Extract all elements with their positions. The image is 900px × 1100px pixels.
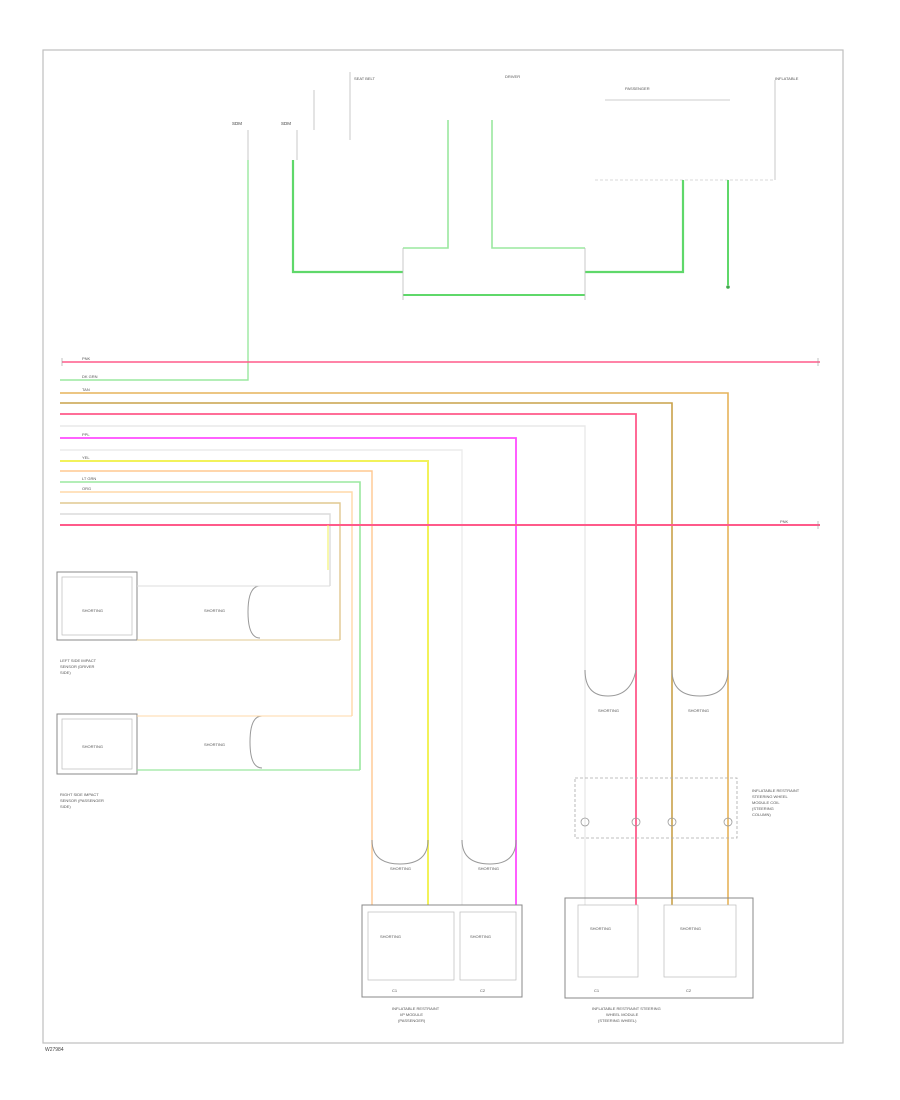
steering-coil: SHORTING SHORTING INFLATABLE RESTRAINT S… <box>574 669 800 839</box>
sw-module-part-1: SHORTING <box>590 926 611 931</box>
ip-module-part-2: SHORTING <box>470 934 491 939</box>
sw-module-caption-2: WHEEL MODULE <box>606 1012 639 1017</box>
note-3: PASSENGER <box>625 86 650 91</box>
coil-note: INFLATABLE RESTRAINT <box>752 788 800 793</box>
sdm-connector-2: SDM <box>281 121 291 126</box>
left-sensor-driver-title: LEFT SIDE IMPACT <box>60 658 97 663</box>
ip-bar-2: SHORTING <box>478 866 499 871</box>
coil-bar-1: SHORTING <box>598 708 619 713</box>
ip-bar-1: SHORTING <box>390 866 411 871</box>
right-sensor-passenger-title-3: SIDE) <box>60 804 71 809</box>
steering-wheel-module: SHORTING SHORTING C1 C2 INFLATABLE RESTR… <box>564 897 754 1023</box>
wire-ltgrn: LT GRN <box>82 476 96 481</box>
wire-pnk-top: PNK <box>82 356 91 361</box>
ip-module-caption: INFLATABLE RESTRAINT <box>392 1006 440 1011</box>
coil-note-3: MODULE COIL <box>752 800 780 805</box>
ip-module-caption-2: I/P MODULE <box>400 1012 423 1017</box>
coil-note-5: COLUMN) <box>752 812 771 817</box>
wire-pnk-bottom: PNK <box>780 519 789 524</box>
left-sensor-driver-bar: SHORTING <box>204 608 225 613</box>
diagram-frame <box>42 49 844 1044</box>
left-sensor-driver-title-3: SIDE) <box>60 670 71 675</box>
coil-bar-2: SHORTING <box>688 708 709 713</box>
sw-module-caption: INFLATABLE RESTRAINT STEERING <box>592 1006 661 1011</box>
sw-module-conn-2: C2 <box>686 988 692 993</box>
right-sensor-passenger: SHORTING SHORTING RIGHT SIDE IMPACT SENS… <box>56 713 360 809</box>
wire-dkgrn: DK GRN <box>82 374 98 379</box>
bus-pin-ticks <box>61 358 819 529</box>
right-sensor-passenger-bar: SHORTING <box>204 742 225 747</box>
left-sensor-driver-title-2: SENSOR (DRIVER <box>60 664 95 669</box>
sw-module-part-2: SHORTING <box>680 926 701 931</box>
right-sensor-passenger-inner: SHORTING <box>82 744 103 749</box>
right-sensor-passenger-title-2: SENSOR (PASSENGER <box>60 798 104 803</box>
ip-module-connectors: SHORTING SHORTING <box>371 839 517 871</box>
note-2: DRIVER <box>505 74 520 79</box>
wire-ppl: PPL <box>82 432 90 437</box>
ip-module-caption-3: (PASSENGER) <box>398 1018 426 1023</box>
coil-note-4: (STEERING <box>752 806 774 811</box>
ip-module-part-1: SHORTING <box>380 934 401 939</box>
right-sensor-passenger-title: RIGHT SIDE IMPACT <box>60 792 99 797</box>
footer-code: W27984 <box>45 1047 64 1053</box>
left-sensor-driver: SHORTING SHORTING LEFT SIDE IMPACT SENSO… <box>56 571 340 675</box>
sw-module-conn-1: C1 <box>594 988 600 993</box>
wire-yel: YEL <box>82 455 90 460</box>
wire-org: ORG <box>82 486 91 491</box>
wire-bus: PNK DK GRN TAN PPL YEL LT GRN ORG PNK <box>60 356 820 905</box>
ip-module-conn-2: C2 <box>480 988 486 993</box>
left-sensor-driver-inner: SHORTING <box>82 608 103 613</box>
note-1: SEAT BELT <box>354 76 375 81</box>
sw-module-caption-3: (STEERING WHEEL) <box>598 1018 637 1023</box>
ip-module-conn-1: C1 <box>392 988 398 993</box>
note-4: INFLATABLE <box>775 76 799 81</box>
top-section: SDM SDM SEAT BELT DRIVER PASSENGER INFLA… <box>60 72 799 381</box>
ip-module-passenger: SHORTING SHORTING C1 C2 INFLATABLE RESTR… <box>361 904 523 1023</box>
sdm-connector-1: SDM <box>232 121 242 126</box>
wire-tan: TAN <box>82 387 90 392</box>
coil-note-2: STEERING WHEEL <box>752 794 789 799</box>
